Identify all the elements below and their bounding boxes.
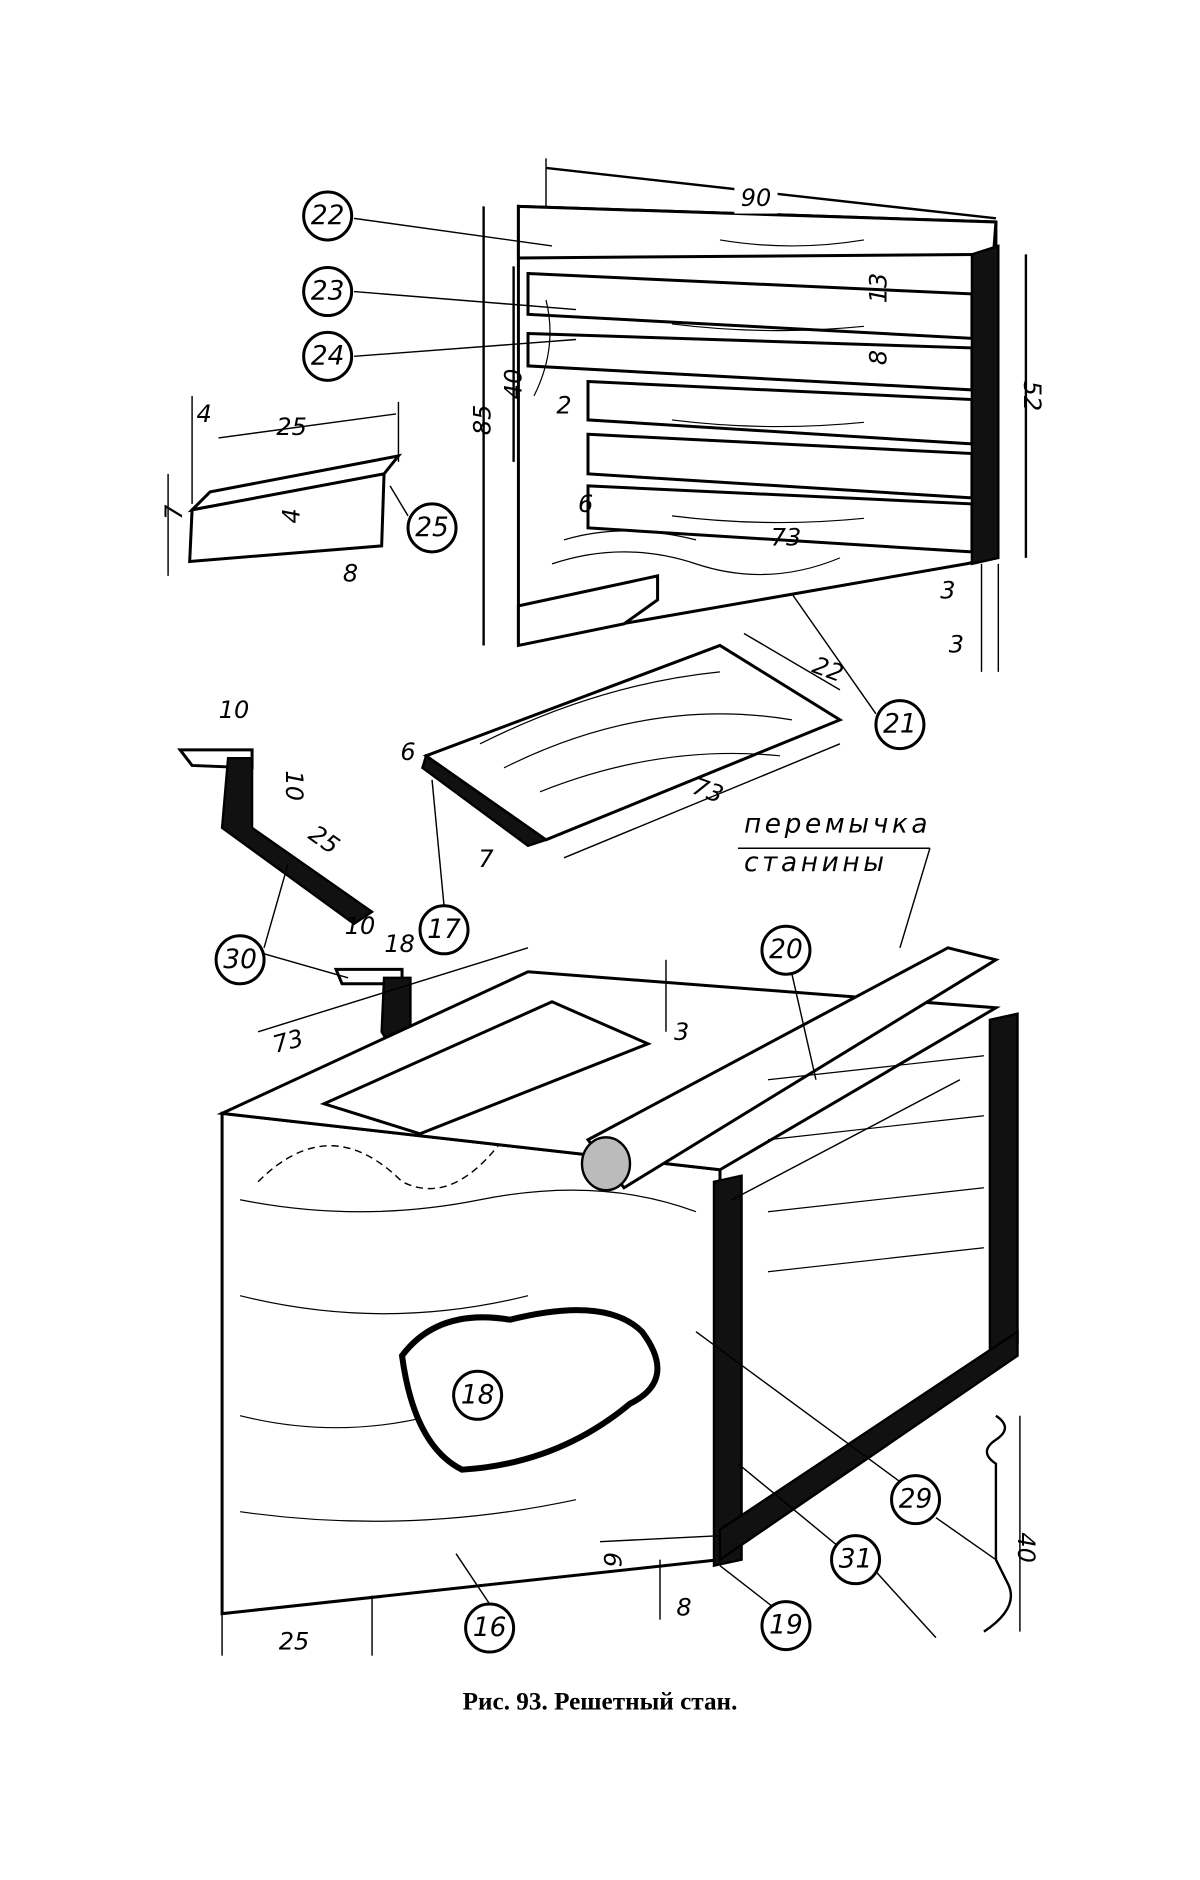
note-line-2: станины: [744, 848, 888, 878]
callout-label: 22: [311, 201, 345, 231]
callout-label: 23: [311, 277, 345, 307]
dim-label: 3: [949, 630, 964, 658]
dim-label: 8: [864, 350, 892, 365]
dim-label: 25: [276, 413, 307, 441]
callout-label: 19: [769, 1611, 803, 1641]
callout-label: 31: [839, 1545, 873, 1575]
dim-label: 8: [676, 1594, 691, 1622]
callout-24: 24: [304, 332, 352, 380]
dim-label: 10: [280, 771, 308, 802]
callout-label: 20: [769, 935, 803, 965]
callout-20: 20: [762, 926, 810, 974]
callout-30: 30: [216, 936, 264, 984]
dim-label: 10: [345, 912, 376, 940]
dim-label: 73: [270, 1024, 307, 1059]
callout-label: 25: [415, 513, 449, 543]
figure-caption: Рис. 93. Решетный стан.: [463, 1689, 738, 1716]
crossbar-note: перемычка станины: [744, 810, 931, 878]
callout-label: 30: [223, 945, 257, 975]
dim-label: 4: [278, 508, 306, 523]
dim-label: 6: [578, 490, 593, 518]
callout-21: 21: [876, 701, 924, 749]
dim-label: 13: [864, 273, 892, 304]
dim-label: 73: [771, 523, 802, 551]
dim-label: 2: [556, 392, 571, 420]
dim-label: 52: [1018, 381, 1046, 412]
dim-label: 10: [219, 696, 250, 724]
dim-label: 40: [500, 369, 528, 400]
callout-16: 16: [466, 1604, 514, 1652]
dim-label: 3: [940, 576, 955, 604]
dim-label: 40: [1012, 1532, 1040, 1563]
callout-label: 29: [899, 1485, 933, 1515]
dim-label: 25: [279, 1627, 310, 1655]
callout-18: 18: [454, 1371, 502, 1419]
lower-box: [222, 948, 1020, 1656]
dim-label: 7: [160, 504, 188, 520]
callout-19: 19: [762, 1602, 810, 1650]
callout-label: 24: [311, 341, 345, 371]
callout-29: 29: [892, 1476, 940, 1524]
callout-22: 22: [304, 192, 352, 240]
callout-label: 16: [473, 1613, 507, 1643]
callout-label: 17: [427, 915, 461, 945]
dim-label: 7: [478, 845, 494, 873]
dim-label: 90: [741, 184, 772, 212]
dim-label: 25: [304, 820, 345, 860]
dim-label: 4: [196, 400, 211, 428]
dim-label: 22: [809, 651, 847, 688]
callout-25: 25: [408, 504, 456, 552]
note-line-1: перемычка: [744, 810, 931, 840]
dim-label: 3: [674, 1018, 689, 1046]
callout-17: 17: [420, 906, 468, 954]
dim-label: 8: [343, 559, 358, 587]
dim-label: 85: [468, 405, 496, 436]
callout-31: 31: [832, 1536, 880, 1584]
callout-label: 21: [883, 710, 917, 740]
dim-label: 18: [384, 930, 415, 958]
dim-label: 6: [598, 1552, 626, 1567]
callout-23: 23: [304, 268, 352, 316]
callout-label: 18: [461, 1380, 495, 1410]
dim-label: 6: [400, 738, 415, 766]
